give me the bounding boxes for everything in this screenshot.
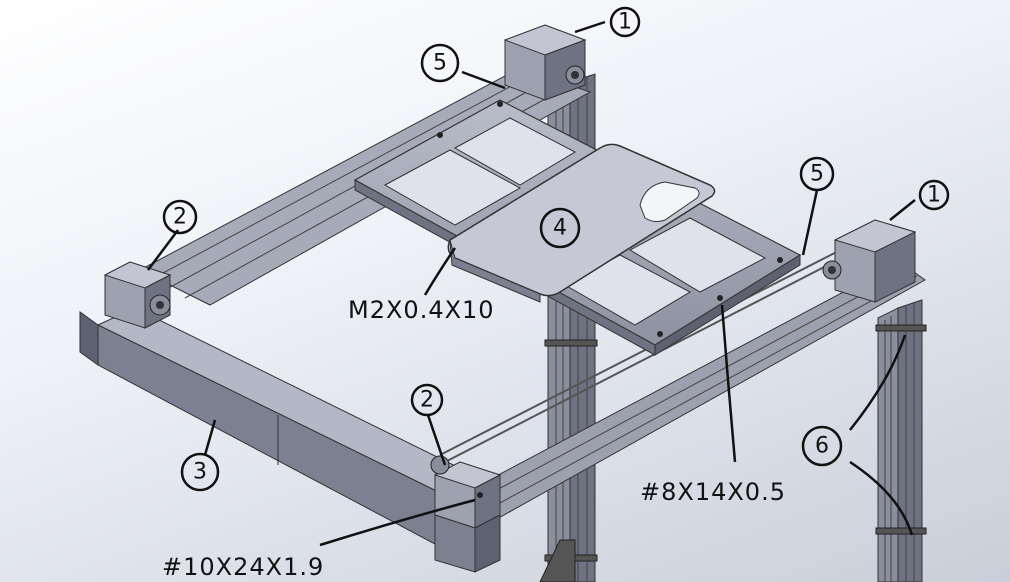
- dimension-label-8: #8X14X0.5: [640, 478, 786, 506]
- callout-4: 4: [539, 207, 581, 249]
- phone-plate: [447, 143, 716, 303]
- callout-3: 3: [180, 452, 220, 492]
- callout-6-label: 6: [815, 434, 829, 459]
- callout-5-right: 5: [799, 156, 835, 192]
- callout-6: 6: [801, 425, 843, 467]
- left-base-block: [79, 307, 502, 561]
- callout-2-bottom-label: 2: [420, 388, 434, 413]
- callout-3-label: 3: [193, 460, 207, 485]
- callout-4-label: 4: [553, 216, 567, 241]
- callout-1-top-label: 1: [618, 10, 632, 35]
- callout-2-bottom: 2: [410, 383, 444, 417]
- callout-2-left: 2: [162, 199, 198, 235]
- dimension-label-m2: M2X0.4X10: [348, 296, 495, 324]
- motor-right: [822, 219, 917, 303]
- callout-1-top: 1: [609, 6, 641, 38]
- callout-5-top: 5: [420, 43, 460, 83]
- dimension-label-10: #10X24X1.9: [162, 553, 324, 581]
- pulley-block-left: [103, 261, 172, 329]
- motor-top: [503, 24, 587, 101]
- callout-1-right: 1: [918, 179, 950, 211]
- callout-5-right-label: 5: [810, 162, 824, 187]
- callout-2-left-label: 2: [173, 205, 187, 230]
- callout-1-right-label: 1: [927, 183, 941, 208]
- leader-lines: [147, 20, 916, 547]
- right-column: [875, 299, 927, 582]
- pulley-block-bottom: [430, 455, 502, 573]
- callout-5-top-label: 5: [433, 51, 447, 76]
- front-rail: [439, 239, 926, 542]
